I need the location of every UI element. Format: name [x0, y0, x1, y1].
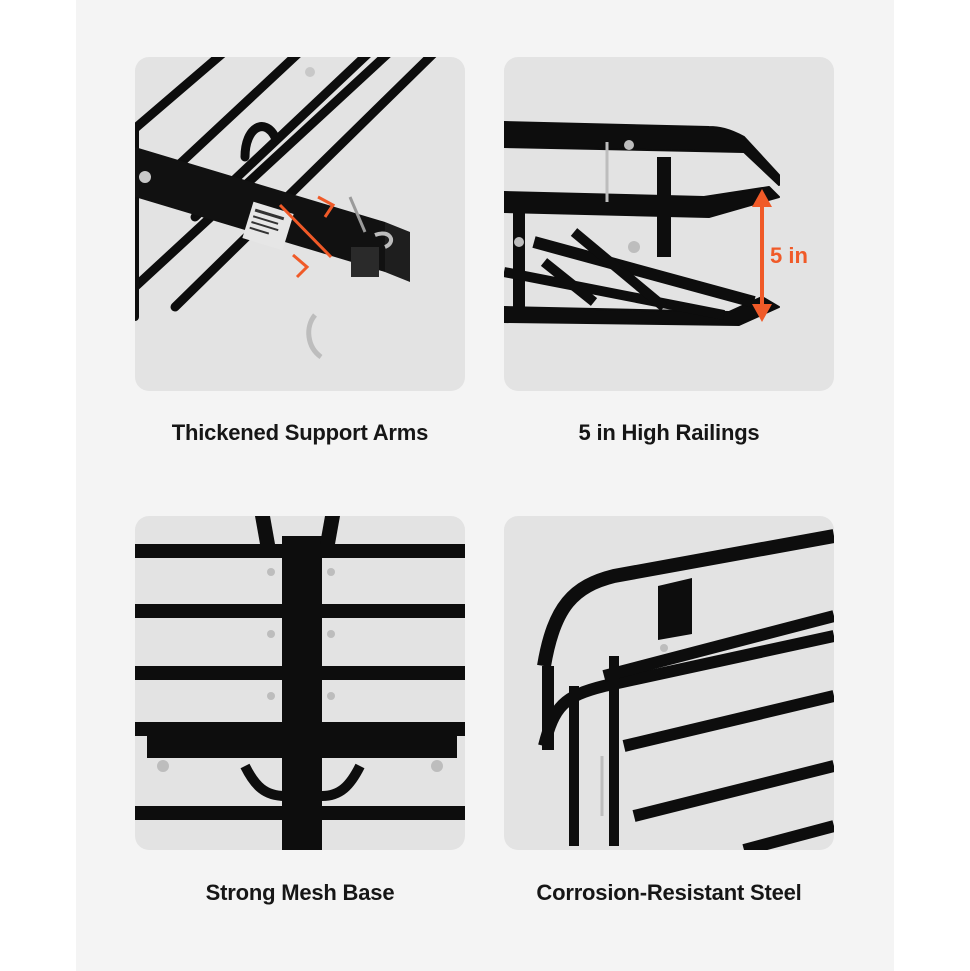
high-railings-image: [504, 121, 780, 326]
caption-mesh-base: Strong Mesh Base: [205, 880, 395, 905]
feature-card-support-arms: [135, 57, 465, 391]
caption-steel: Corrosion-Resistant Steel: [536, 880, 802, 905]
support-arms-image: [135, 57, 437, 360]
caption-high-railings: 5 in High Railings: [578, 420, 760, 445]
mesh-base-image: [135, 516, 465, 850]
height-measure-label: 5 in: [770, 243, 808, 268]
feature-card-steel: [504, 516, 834, 850]
caption-support-arms: Thickened Support Arms: [171, 420, 429, 445]
feature-card-high-railings: 5 in: [504, 57, 834, 391]
corrosion-resistant-steel-image: [537, 529, 834, 850]
feature-card-mesh-base: [135, 516, 465, 850]
